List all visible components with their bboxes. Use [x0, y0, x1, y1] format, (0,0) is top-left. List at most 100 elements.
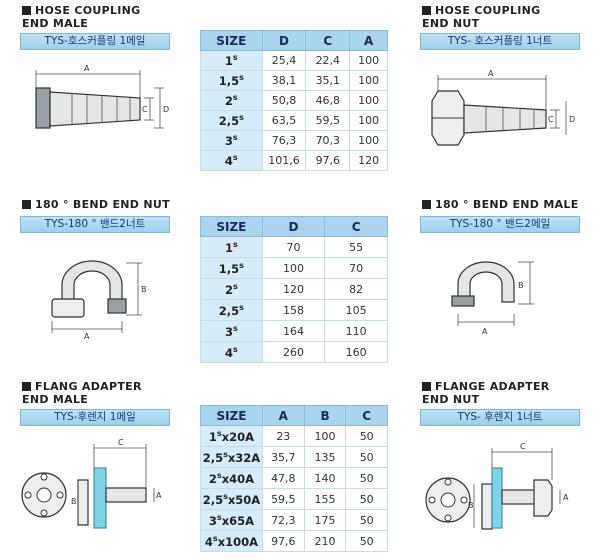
hose-nut-subtitle: TYS- 호스커플링 1너트 — [420, 33, 580, 50]
size-cell: 2s — [200, 278, 263, 300]
hose-male-title-text: HOSE COUPLING END MALE — [22, 4, 141, 30]
value-cell: 70 — [324, 257, 388, 279]
bend-nut-title: 180 ° BEND END NUT — [22, 198, 170, 211]
value-cell: 35,1 — [305, 70, 351, 91]
value-cell: 100 — [349, 70, 388, 91]
column-header: B — [303, 405, 347, 426]
bullet-square-icon — [22, 382, 31, 391]
hose-male-barb — [49, 91, 141, 127]
dim-b-label: B — [468, 501, 474, 510]
value-cell: 140 — [303, 467, 347, 489]
size-cell: 4s — [200, 150, 263, 171]
hose-nut-title: HOSE COUPLING END NUT — [422, 4, 540, 30]
value-cell: 100 — [349, 110, 388, 131]
value-cell: 100 — [349, 90, 388, 111]
size-cell: 3s — [200, 320, 263, 342]
value-cell: 97,6 — [305, 150, 351, 171]
column-header: D — [261, 30, 307, 51]
dim-d-label: D — [569, 115, 575, 124]
dim-c-label: C — [520, 442, 526, 451]
flange-plate — [77, 479, 89, 526]
column-header: A — [261, 405, 305, 426]
column-header: SIZE — [200, 30, 263, 51]
value-cell: 155 — [303, 488, 347, 510]
hose-nut-diagram: A C D — [431, 69, 575, 146]
hose-male-title: HOSE COUPLING END MALE — [22, 4, 140, 30]
column-header: D — [261, 216, 326, 237]
hose-male-collar — [35, 87, 51, 129]
dim-a-label: A — [84, 64, 90, 73]
flang-male-subtitle: TYS-후렌지 1메일 — [20, 409, 170, 426]
value-cell: 160 — [324, 341, 388, 363]
size-cell: 2,5s — [200, 299, 263, 321]
value-cell: 175 — [303, 509, 347, 531]
bend-nut-hex-left — [51, 298, 85, 318]
size-cell: 1sx20A — [200, 425, 263, 447]
value-cell: 38,1 — [261, 70, 307, 91]
flang-male-title: FLANG ADAPTER END MALE — [22, 380, 142, 406]
value-cell: 76,3 — [261, 130, 307, 151]
column-header: C — [305, 30, 351, 51]
value-cell: 135 — [303, 446, 347, 468]
value-cell: 100 — [261, 257, 326, 279]
size-cell: 2,5sx50A — [200, 488, 263, 510]
flange-pipe — [105, 487, 147, 503]
value-cell: 72,3 — [261, 509, 305, 531]
bend-male-elbow — [457, 261, 515, 303]
bullet-square-icon — [22, 200, 31, 209]
hose-male-subtitle: TYS-호스커플링 1메일 — [20, 33, 170, 50]
value-cell: 50,8 — [261, 90, 307, 111]
bend-male-diagram: A B — [451, 261, 534, 336]
dim-b-label: B — [71, 497, 77, 506]
value-cell: 158 — [261, 299, 326, 321]
bend-nut-ferrule — [107, 298, 127, 314]
column-header: SIZE — [200, 405, 263, 426]
value-cell: 50 — [345, 530, 388, 552]
value-cell: 59,5 — [305, 110, 351, 131]
value-cell: 210 — [303, 530, 347, 552]
dim-c-label: C — [142, 105, 148, 114]
dim-d-label: D — [163, 105, 169, 114]
hose-male-diagram: A C D — [35, 64, 169, 129]
value-cell: 70 — [261, 236, 326, 258]
value-cell: 63,5 — [261, 110, 307, 131]
flange-ferrule — [93, 467, 107, 529]
value-cell: 120 — [261, 278, 326, 300]
bullet-square-icon — [422, 200, 431, 209]
hose-nut-title-text: HOSE COUPLING END NUT — [422, 4, 541, 30]
dim-b-label: B — [141, 285, 147, 294]
dim-a-label: A — [84, 332, 90, 341]
value-cell: 120 — [349, 150, 388, 171]
value-cell: 50 — [345, 488, 388, 510]
column-header: A — [349, 30, 388, 51]
flange-nut-hex — [533, 479, 553, 517]
size-cell: 1s — [200, 50, 263, 71]
bullet-square-icon — [422, 382, 431, 391]
value-cell: 82 — [324, 278, 388, 300]
value-cell: 110 — [324, 320, 388, 342]
value-cell: 100 — [349, 50, 388, 71]
dim-b-label: B — [518, 281, 524, 290]
value-cell: 50 — [345, 467, 388, 489]
flang-male-title-text: FLANG ADAPTER END MALE — [22, 380, 142, 406]
value-cell: 105 — [324, 299, 388, 321]
column-header: SIZE — [200, 216, 263, 237]
value-cell: 70,3 — [305, 130, 351, 151]
value-cell: 100 — [349, 130, 388, 151]
value-cell: 101,6 — [261, 150, 307, 171]
